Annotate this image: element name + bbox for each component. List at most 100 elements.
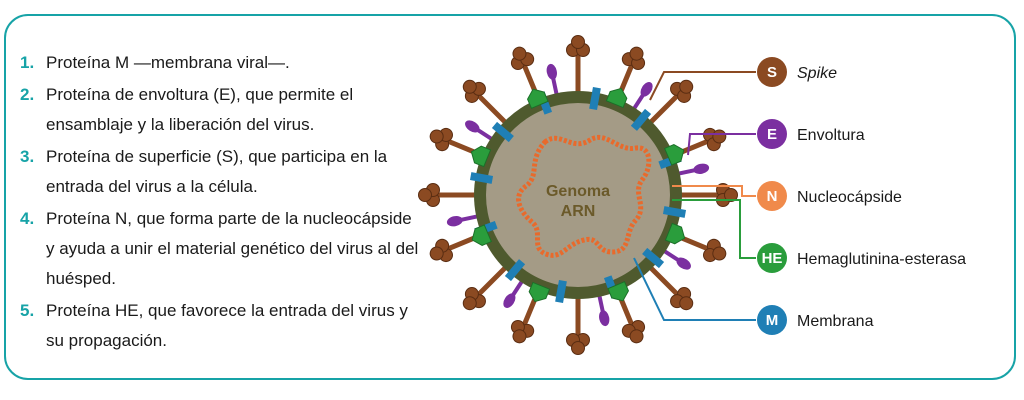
- item-number: 3.: [20, 147, 35, 166]
- envelope-tip: [676, 257, 691, 270]
- he-protein: [607, 281, 630, 302]
- spike-head: [703, 127, 727, 152]
- spike-lobe: [429, 129, 444, 144]
- he-leader-line: [672, 199, 756, 259]
- spike-head: [429, 127, 453, 152]
- spike-lobe: [571, 35, 585, 49]
- envelope-leader-line: [687, 133, 756, 156]
- badge-letter: E: [767, 126, 777, 143]
- spike-protein: [418, 183, 481, 207]
- badge-letter: S: [767, 64, 777, 81]
- envelope-tip: [465, 120, 480, 133]
- spike-lobe: [629, 46, 644, 61]
- membrane-protein: [469, 172, 494, 184]
- spike-head: [418, 183, 440, 207]
- list-item: 2. Proteína de envoltura (E), que permite…: [20, 80, 420, 140]
- he-protein: [471, 224, 492, 247]
- spike-protein: [462, 263, 510, 311]
- surface-proteins: [469, 86, 687, 304]
- spike-head: [621, 320, 646, 344]
- he-protein: [528, 281, 551, 303]
- spike-head: [462, 287, 486, 311]
- item-text: Proteína HE, que favorece la entrada del…: [46, 301, 408, 350]
- spike-protein: [613, 284, 646, 344]
- envelope-protein: [546, 63, 560, 98]
- envelope-protein: [596, 292, 610, 327]
- item-text: Proteína de superficie (S), que particip…: [46, 147, 388, 196]
- spike-lobe: [462, 79, 477, 94]
- envelope-tip: [693, 163, 710, 174]
- membrane-protein: [555, 279, 567, 304]
- envelope-tip: [503, 293, 516, 308]
- legend-membrane: M Membrana: [757, 305, 874, 335]
- legend-envelope: E Envoltura: [757, 119, 865, 149]
- legend-nucleocapsid: N Nucleocápside: [757, 181, 902, 211]
- envelope-tip: [640, 82, 653, 97]
- envelope-tip: [599, 310, 610, 327]
- spike-protein: [566, 292, 590, 355]
- nucleocapsid-leader-line: [672, 185, 756, 197]
- item-text: Proteína N, que forma parte de la nucleo…: [46, 209, 419, 288]
- genome-label-2: ARN: [561, 203, 596, 220]
- spike-stalk: [646, 263, 679, 296]
- spike-head: [621, 46, 646, 70]
- spike-protein: [646, 79, 694, 127]
- spike-lobe: [679, 79, 694, 94]
- spike-lobe: [512, 46, 527, 61]
- badge-letter: HE: [762, 250, 783, 267]
- spike-lobe: [429, 246, 444, 261]
- envelope-protein: [675, 163, 710, 177]
- spike-lobe: [512, 329, 527, 344]
- spike-protein: [462, 79, 510, 127]
- legend-spike: S Spike: [757, 57, 837, 87]
- envelope-tip: [546, 63, 557, 80]
- item-text: Proteína M —membrana viral—.: [46, 53, 290, 72]
- spike-head: [566, 333, 590, 355]
- envelope-protein: [503, 277, 526, 308]
- item-text: Proteína de envoltura (E), que permite e…: [46, 85, 354, 134]
- envelope-protein: [465, 120, 496, 143]
- spike-stalk: [646, 94, 679, 127]
- spike-head: [510, 320, 535, 344]
- membrane-badge-icon: [757, 305, 787, 335]
- list-item: 5.Proteína HE, que favorece la entrada d…: [20, 296, 420, 356]
- spike-head: [462, 79, 486, 103]
- he-protein: [664, 222, 686, 245]
- spike-head: [670, 287, 694, 311]
- protein-list: 1. Proteína M —membrana viral—. 2. Proteín…: [20, 48, 420, 356]
- he-badge-icon: [757, 243, 787, 273]
- rna-strand: [516, 135, 652, 258]
- spike-stalk: [477, 94, 510, 127]
- spike-head: [429, 238, 453, 263]
- legend-label: Nucleocápside: [797, 189, 902, 206]
- virus-interior: [486, 103, 670, 287]
- membrane-protein: [589, 86, 601, 111]
- list-item: 3. Proteína de superficie (S), que partic…: [20, 142, 420, 202]
- spike-head: [566, 35, 590, 57]
- spike-badge-icon: [757, 57, 787, 87]
- spike-lobe: [679, 296, 694, 311]
- item-number: 1.: [20, 53, 35, 72]
- membrane-protein: [504, 259, 526, 282]
- spike-stalk: [477, 263, 510, 296]
- membrane-protein: [630, 108, 652, 131]
- spike-lobe: [462, 296, 477, 311]
- spike-lobe: [418, 188, 432, 202]
- list-item: 4.Proteína N, que forma parte de la nucl…: [20, 204, 420, 294]
- spike-lobe: [724, 188, 738, 202]
- nucleocapsid-badge-icon: [757, 181, 787, 211]
- spike-protein: [429, 230, 489, 263]
- membrane-leader-line: [633, 257, 756, 321]
- envelope-badge-icon: [757, 119, 787, 149]
- he-protein: [664, 143, 685, 166]
- list-item: 1. Proteína M —membrana viral—.: [20, 48, 420, 78]
- legend-he: HE Hemaglutinina-esterasa: [757, 243, 966, 273]
- spike-lobe: [629, 329, 644, 344]
- legend-label: Hemaglutinina-esterasa: [797, 251, 966, 268]
- item-number: 2.: [20, 85, 35, 104]
- badge-letter: M: [766, 312, 779, 329]
- spike-head: [670, 79, 694, 103]
- membrane-protein: [491, 121, 514, 143]
- membrane-protein: [662, 206, 687, 218]
